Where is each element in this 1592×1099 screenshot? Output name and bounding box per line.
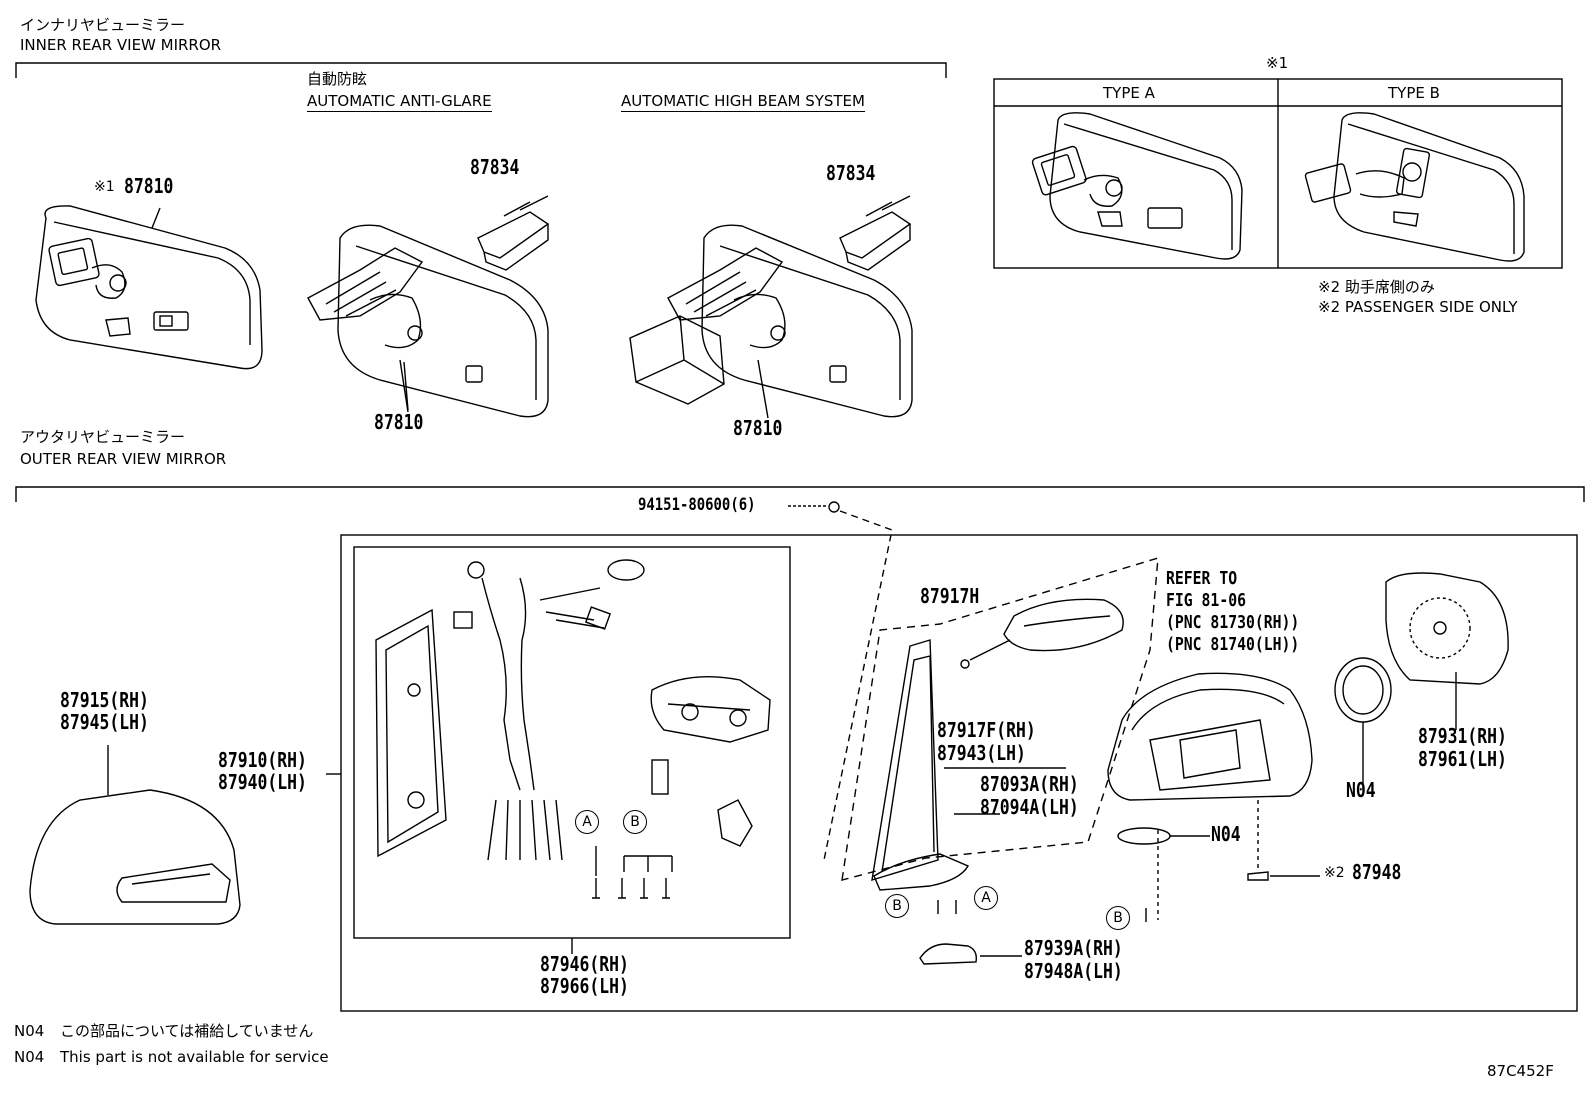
mirror-cover xyxy=(29,745,241,925)
inner-title-jp: インナリヤビューミラー xyxy=(20,16,186,34)
inner-mirror-anti-glare xyxy=(307,195,550,418)
refer-line-1: REFER TO xyxy=(1166,568,1238,589)
refer-line-4: (PNC 81740(LH)) xyxy=(1166,634,1300,655)
footer-note-jp: この部品については補給していません xyxy=(60,1022,314,1040)
outer-title-en: OUTER REAR VIEW MIRROR xyxy=(20,450,227,468)
part-number-87094a-lh: 87094A(LH) xyxy=(980,795,1079,819)
part-number-screw: 94151-80600(6) xyxy=(638,495,756,515)
fastener-label-b-housing: B xyxy=(885,894,909,918)
figure-code: 87C452F xyxy=(1487,1062,1554,1080)
part-number-87810-basic: 87810 xyxy=(124,174,174,198)
part-number-cover-lh: 87945(LH) xyxy=(60,710,149,734)
part-number-subassy-lh: 87966(LH) xyxy=(540,974,629,998)
part-number-87917f-rh: 87917F(RH) xyxy=(937,718,1036,742)
note-mark-1: ※1 xyxy=(94,179,115,195)
footer-n04-code-1: N04 xyxy=(14,1022,45,1040)
part-number-n04-actuator: N04 xyxy=(1346,778,1376,802)
fastener-label-a-housing: A xyxy=(974,886,998,910)
inner-mirror-high-beam xyxy=(629,195,913,419)
footer-note-en: This part is not available for service xyxy=(60,1048,329,1066)
subassembly-box xyxy=(353,546,791,939)
part-number-87943-lh: 87943(LH) xyxy=(937,741,1026,765)
type-b-label: TYPE B xyxy=(1388,84,1440,102)
harness-and-actuator xyxy=(375,559,771,899)
outer-assembly-box xyxy=(340,534,1578,1012)
part-number-assy-lh: 87940(LH) xyxy=(218,770,307,794)
part-number-n04-base: N04 xyxy=(1211,822,1241,846)
part-number-87917h: 87917H xyxy=(920,584,980,608)
part-number-cover-rh: 87915(RH) xyxy=(60,688,149,712)
outer-title-jp: アウタリヤビューミラー xyxy=(20,428,186,446)
inner-title-en: INNER REAR VIEW MIRROR xyxy=(20,36,222,54)
fastener-label-b-sub: B xyxy=(623,810,647,834)
fastener-label-a-sub: A xyxy=(575,810,599,834)
part-number-87093a-rh: 87093A(RH) xyxy=(980,772,1079,796)
passenger-note-en: ※2 PASSENGER SIDE ONLY xyxy=(1318,298,1518,316)
part-number-assy-rh: 87910(RH) xyxy=(218,748,307,772)
footer-n04-code-2: N04 xyxy=(14,1048,45,1066)
type-box-note-mark: ※1 xyxy=(1266,54,1289,72)
mirror-housing-outline xyxy=(841,557,1159,881)
refer-line-3: (PNC 81730(RH)) xyxy=(1166,612,1300,633)
inner-section-bracket xyxy=(15,62,947,78)
refer-line-2: FIG 81-06 xyxy=(1166,590,1246,611)
part-number-87939a-rh: 87939A(RH) xyxy=(1024,936,1123,960)
inner-mirror-basic xyxy=(35,205,263,370)
part-number-87810-anti-glare: 87810 xyxy=(374,410,424,434)
note-mark-2: ※2 xyxy=(1324,865,1345,881)
type-comparison-box xyxy=(993,78,1563,269)
high-beam-label-en: AUTOMATIC HIGH BEAM SYSTEM xyxy=(621,92,865,112)
part-number-87948a-lh: 87948A(LH) xyxy=(1024,959,1123,983)
outer-section-bracket xyxy=(15,486,1585,502)
part-number-subassy-rh: 87946(RH) xyxy=(540,952,629,976)
part-number-glass-rh: 87931(RH) xyxy=(1418,724,1507,748)
part-number-87834-high-beam: 87834 xyxy=(826,161,876,185)
fastener-label-b-base: B xyxy=(1106,906,1130,930)
part-number-87948: 87948 xyxy=(1352,860,1402,884)
part-number-87834-anti-glare: 87834 xyxy=(470,155,520,179)
type-a-label: TYPE A xyxy=(1103,84,1155,102)
passenger-note-jp: ※2 助手席側のみ xyxy=(1318,278,1435,296)
anti-glare-label-en: AUTOMATIC ANTI-GLARE xyxy=(307,92,492,112)
part-number-87810-high-beam: 87810 xyxy=(733,416,783,440)
anti-glare-label-jp: 自動防眩 xyxy=(307,70,368,88)
part-number-glass-lh: 87961(LH) xyxy=(1418,747,1507,771)
